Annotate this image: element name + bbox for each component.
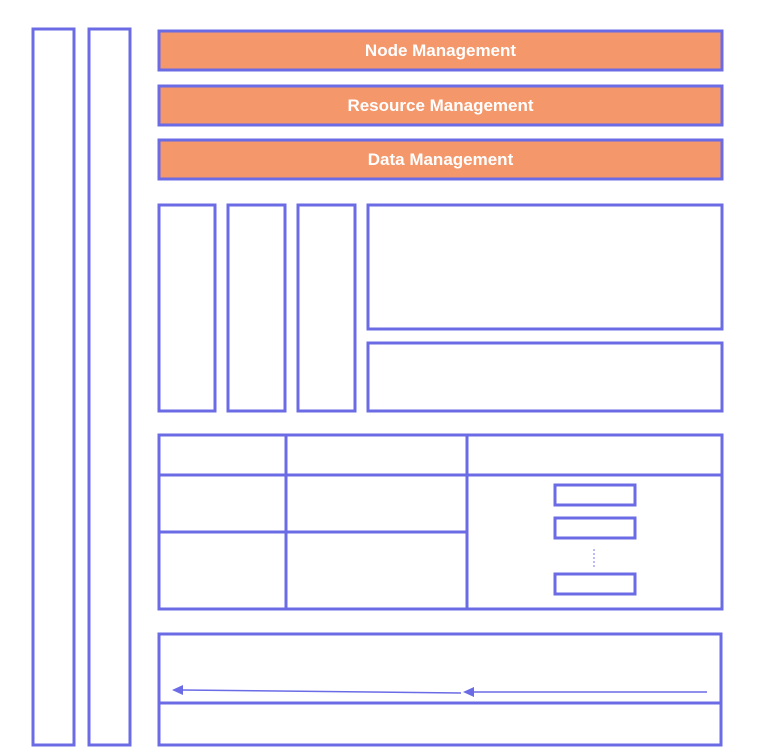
left-vertical-bar-1 [31,27,76,747]
list-item-box-1 [553,483,637,507]
grid-outer [157,433,724,611]
narrow-column-2 [226,203,287,413]
header-resource-management: Resource Management [157,84,724,127]
list-item-box-3 [553,572,637,596]
narrow-column-1 [157,203,217,413]
bottom-outer [157,632,723,747]
grid-block [157,433,724,611]
wide-box-bottom [366,341,724,413]
header-bar [157,29,724,72]
middle-block [157,203,724,413]
narrow-column-3 [296,203,357,413]
header-bar [157,84,724,127]
bottom-block [157,632,723,747]
header-label: Resource Management [347,96,533,115]
header-label: Data Management [368,150,514,169]
header-data-management: Data Management [157,138,724,181]
list-item-box-2 [553,516,637,540]
vertical-ellipsis-icon [593,549,595,567]
header-node-management: Node Management [157,29,724,72]
wide-box-top [366,203,724,331]
left-arrow-icon [463,687,707,697]
header-label: Node Management [365,41,516,60]
left-vertical-bar-2 [87,27,132,747]
header-bar [157,138,724,181]
left-arrow-icon [172,685,462,695]
